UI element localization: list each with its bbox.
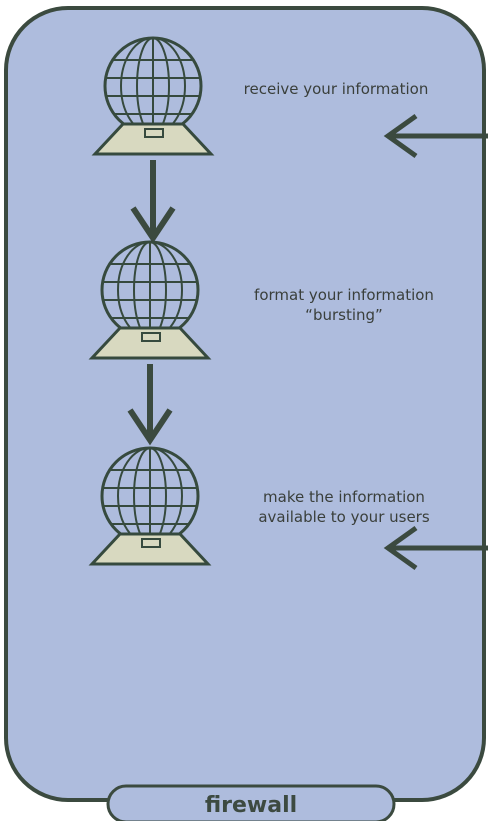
globe-on-laptop-icon: [91, 36, 215, 156]
flow-arrow-1: [130, 160, 176, 244]
step-2-caption-line-1: format your information: [254, 286, 434, 304]
flow-arrow-2: [127, 364, 173, 446]
globe-on-laptop-icon: [88, 240, 212, 360]
firewall-panel: [4, 6, 486, 802]
incoming-arrow-1: [383, 113, 488, 159]
step-1-caption: receive your information: [244, 80, 429, 98]
step-3-caption-line-2: available to your users: [258, 508, 430, 526]
firewall-label-box: firewall: [106, 784, 396, 821]
incoming-arrow-2: [383, 525, 488, 571]
firewall-label: firewall: [205, 793, 297, 818]
globe-on-laptop-icon: [88, 446, 212, 566]
step-3-caption-line-1: make the information: [263, 488, 425, 506]
step-2-caption-line-2: “bursting”: [305, 306, 383, 324]
